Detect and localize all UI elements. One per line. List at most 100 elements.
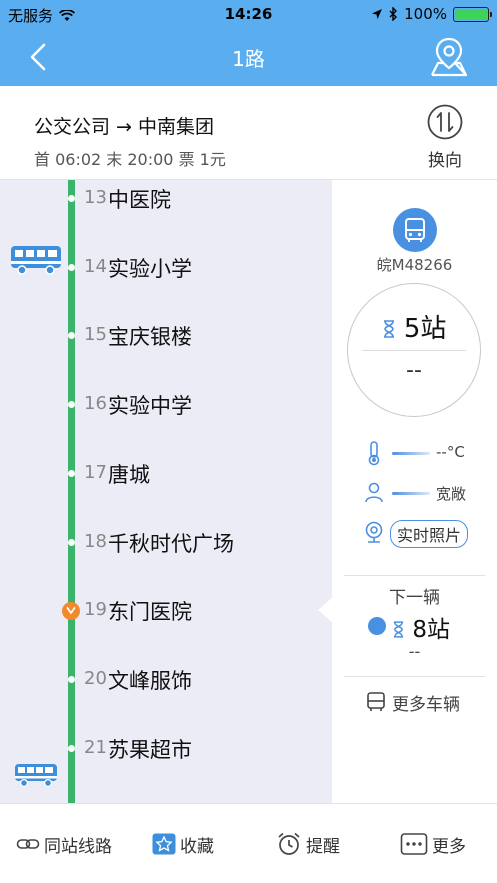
route-direction: 公交公司 → 中南集团: [34, 116, 214, 138]
stop-name: 实验小学: [108, 256, 192, 281]
arrival-eta: --: [406, 358, 422, 383]
crowd-row: 宽敞: [364, 480, 494, 506]
tab-favorite[interactable]: 收藏: [152, 830, 214, 858]
stop-name: 东门医院: [108, 600, 192, 625]
stop-name: 实验中学: [108, 394, 192, 419]
stop-number: 14: [84, 255, 107, 277]
stop-number: 17: [84, 461, 107, 483]
location-arrow-icon: [372, 9, 383, 19]
stop-dot: [68, 469, 75, 477]
camera-icon: [365, 521, 383, 543]
stop-dot: [68, 401, 75, 409]
arrival-circle: 5站 --: [347, 283, 481, 417]
temperature-value: --°C: [436, 443, 465, 461]
swap-label: 换向: [428, 151, 462, 171]
alarm-clock-icon: [278, 832, 300, 855]
route-info: 公交公司 → 中南集团 首 06:02 末 20:00 票 1元 换向: [0, 86, 497, 180]
next-bus-stops-value: 8站: [412, 617, 450, 643]
tab-same-station-lines[interactable]: 同站线路: [16, 830, 112, 858]
chevron-left-icon: [30, 43, 46, 71]
current-stop-marker: [62, 602, 80, 621]
carrier-label: 无服务: [8, 7, 54, 25]
more-dots-icon: [400, 833, 428, 855]
back-button[interactable]: [22, 40, 56, 74]
stop-number: 13: [84, 187, 107, 208]
live-photo-button[interactable]: 实时照片: [390, 520, 469, 548]
stop-dot: [68, 675, 75, 683]
tab-label: 更多: [432, 836, 466, 857]
more-buses-label: 更多车辆: [392, 694, 460, 715]
battery-icon: [453, 6, 492, 22]
stop-dot: [68, 332, 75, 340]
battery-fill: [455, 8, 487, 20]
stop-number: 20: [84, 667, 107, 689]
stop-name: 文峰服饰: [108, 668, 192, 693]
tab-bar: 同站线路 收藏 提醒 更多: [0, 803, 497, 883]
star-icon: [152, 833, 176, 855]
stop-dot: [68, 263, 75, 271]
route-line: [68, 180, 75, 803]
panel-divider: [344, 575, 485, 576]
hourglass-icon: [393, 621, 404, 638]
tab-more[interactable]: 更多: [400, 830, 466, 858]
bus-plate: 皖M48266: [376, 256, 453, 274]
stop-number: 19: [84, 599, 107, 621]
bus-detail-panel: 皖M48266 5站 -- --°C 宽敞 实时照片 下一辆: [332, 180, 497, 803]
stop-name: 中医院: [108, 188, 171, 212]
crowd-bar: [392, 492, 430, 495]
status-right: 100%: [371, 5, 492, 23]
stop-number: 18: [84, 530, 107, 552]
battery-percent: 100%: [404, 5, 447, 23]
temperature-row: --°C: [364, 440, 494, 466]
stop-dot: [68, 538, 75, 546]
wifi-icon: [59, 9, 76, 21]
status-left: 无服务: [8, 5, 76, 26]
stop-number: 16: [84, 393, 107, 415]
swap-direction-button[interactable]: 换向: [417, 104, 473, 171]
tab-reminder[interactable]: 提醒: [276, 830, 340, 858]
circle-divider: [362, 350, 466, 351]
nav-bar: 1路: [0, 28, 497, 86]
thermometer-icon: [368, 441, 380, 466]
link-icon: [16, 839, 40, 849]
panel-divider: [344, 676, 485, 677]
stop-dot: [68, 744, 75, 752]
swap-icon: [427, 104, 463, 140]
bus-icon[interactable]: [10, 244, 62, 276]
stop-number: 15: [84, 324, 107, 346]
stops-away: 5站: [348, 308, 480, 345]
page-title: 1路: [232, 47, 265, 71]
next-bus-dot: [368, 617, 386, 635]
tab-label: 收藏: [180, 836, 214, 857]
bus-icon[interactable]: [14, 762, 58, 788]
map-button[interactable]: [429, 36, 469, 78]
hourglass-icon: [383, 320, 394, 338]
bus-avatar: [393, 208, 437, 252]
status-time: 14:26: [224, 5, 273, 23]
bus-front-icon: [405, 218, 425, 242]
stop-name: 宝庆银楼: [108, 325, 192, 350]
status-bar: 无服务 14:26 100%: [0, 0, 497, 28]
crowd-value: 宽敞: [436, 485, 467, 503]
more-buses-button[interactable]: 更多车辆: [366, 688, 460, 716]
route-schedule: 首 06:02 末 20:00 票 1元: [34, 150, 226, 169]
panel-pointer: [318, 596, 334, 624]
next-bus-eta: --: [408, 642, 421, 661]
tab-label: 同站线路: [44, 836, 112, 857]
stop-name: 唐城: [108, 462, 150, 487]
stop-number: 21: [84, 736, 107, 758]
tab-label: 提醒: [306, 836, 340, 857]
person-icon: [365, 482, 383, 503]
stop-name: 千秋时代广场: [108, 531, 234, 556]
bus-outline-icon: [367, 692, 385, 711]
